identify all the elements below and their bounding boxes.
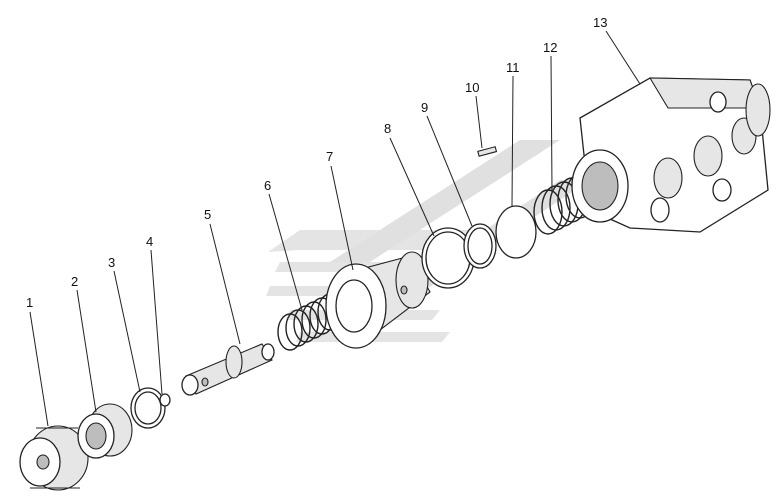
part-label-8: 8 — [384, 121, 391, 136]
part-label-12: 12 — [543, 40, 557, 55]
part-label-11: 11 — [506, 60, 520, 75]
part-10-pin — [477, 146, 498, 157]
part-label-6: 6 — [264, 178, 271, 193]
part-4-small-ring — [159, 393, 171, 407]
part-label-2: 2 — [71, 274, 78, 289]
leader-lines — [29, 30, 641, 427]
part-label-3: 3 — [108, 255, 115, 270]
part-2-bushing — [77, 403, 133, 459]
part-label-7: 7 — [326, 149, 333, 164]
part-label-13: 13 — [593, 15, 607, 30]
part-label-4: 4 — [146, 234, 153, 249]
part-label-1: 1 — [26, 295, 33, 310]
part-11-disc — [495, 205, 537, 259]
part-label-10: 10 — [465, 80, 479, 95]
part-5-plunger — [181, 343, 275, 396]
part-8-washer — [421, 227, 475, 289]
part-labels: 1 2 3 4 5 6 7 8 9 10 11 12 13 — [26, 15, 607, 310]
part-9-seal-ring — [463, 223, 497, 269]
part-3-ring — [130, 387, 166, 429]
part-label-9: 9 — [421, 100, 428, 115]
part-13-housing — [571, 77, 771, 233]
part-1-cap — [19, 425, 89, 491]
part-label-5: 5 — [204, 207, 211, 222]
part-7-valve-body — [325, 251, 431, 349]
